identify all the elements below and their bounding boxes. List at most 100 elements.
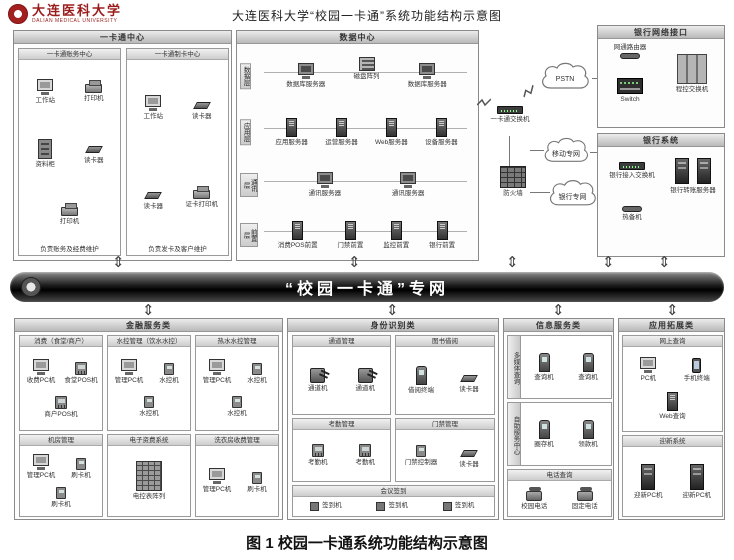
device: 刷卡机 (44, 486, 78, 508)
figure-caption: 图 1 校园一卡通系统功能结构示意图 (246, 535, 488, 552)
sub-box-title: 迎新系统 (623, 436, 722, 447)
pos-terminal-icon (75, 362, 87, 376)
laundry-box: 洗衣房收费管理 管理PC机 刷卡机 (195, 434, 279, 517)
device: 打印机 (47, 202, 93, 225)
printer-icon (61, 203, 78, 217)
kiosk-icon (538, 352, 550, 372)
mobile-icon (692, 358, 702, 374)
signin-machine-icon (442, 501, 452, 511)
server-icon (385, 117, 397, 137)
device-label: 磁盘阵列 (353, 73, 380, 81)
extension-title: 应用拓展类 (619, 319, 724, 332)
sub-box-title: 多媒体查询 (508, 336, 521, 398)
updown-arrow-icon: ⇕ (386, 301, 399, 319)
machine-room-box: 机房管理 管理PC机 刷卡机 刷卡机 (19, 434, 103, 517)
kiosk-icon (582, 352, 594, 372)
water-controller-icon (232, 396, 242, 409)
card-reader-icon (84, 145, 103, 153)
device-label: 网通路由器 (613, 44, 647, 51)
app-layer: 应用层 应用服务器 运营服务器 Web服务器 设备服务器 (240, 105, 475, 159)
device-label: 商户POS机 (44, 410, 78, 418)
pc-icon (209, 468, 225, 485)
onecard-center-title: 一卡通中心 (14, 31, 231, 44)
card-reader-icon (144, 192, 163, 200)
device-label: Web服务器 (375, 138, 408, 146)
sub-box-title: 洗衣房收费管理 (196, 435, 278, 446)
water-controller-icon (164, 363, 174, 376)
device-label: 应用服务器 (275, 138, 308, 146)
rack-switch-icon (617, 78, 643, 94)
router-icon (620, 53, 640, 60)
device-label: 通讯服务器 (308, 190, 342, 198)
electric-fee-box: 电子资费系统 电控表阵列 (107, 434, 191, 517)
device-label: 刷卡机 (247, 486, 267, 494)
device-label: 银行转账服务器 (670, 187, 716, 194)
bank-system-title: 银行系统 (598, 134, 724, 147)
phone-icon (576, 487, 593, 502)
sub-box-title: 图书借阅 (396, 336, 494, 347)
updown-arrow-icon: ⇕ (666, 301, 679, 319)
device: 查询机 (578, 352, 598, 381)
device-label: 手机终端 (683, 375, 710, 383)
water-control-box: 水控管理（饮水水控） 管理PC机 水控机 水控机 (107, 335, 191, 431)
connector-line (590, 152, 598, 153)
mobile-net-cloud: 移动专网 (541, 136, 591, 168)
card-making-center-note: 负责发卡及客户维护 (148, 246, 207, 253)
library-box: 图书借阅 借阅终端 读卡器 (395, 335, 495, 415)
device-label: 门禁前置 (337, 241, 364, 249)
device: 运营服务器 (325, 117, 358, 146)
device-label: 工作站 (143, 112, 164, 120)
device-label: 读卡器 (459, 385, 479, 393)
device: 资料柜 (22, 138, 68, 168)
card-swipe-icon (56, 486, 66, 499)
device-label: 证卡打印机 (185, 201, 219, 209)
cloud-label: 移动专网 (552, 150, 580, 158)
financial-title: 金融服务类 (15, 319, 282, 332)
pc-icon (640, 357, 657, 374)
switch-icon (619, 162, 645, 170)
device-label: 食堂POS机 (64, 377, 98, 385)
device-label: 查询机 (534, 373, 554, 381)
attendance-machine-icon (359, 444, 372, 458)
university-logo: 大连医科大学 DALIAN MEDICAL UNIVERSITY (8, 3, 123, 24)
layer-label: 前置层 (240, 223, 259, 247)
device-label: 迎新PC机 (633, 491, 663, 499)
device-label: 考勤机 (355, 459, 376, 467)
device: 读卡器 (71, 139, 117, 168)
signin-machine-icon (310, 501, 320, 511)
accounting-center-title: 一卡通账务中心 (19, 49, 120, 60)
connector-line (530, 150, 544, 151)
web-server-icon (667, 392, 678, 412)
device-label: 考勤机 (308, 459, 328, 467)
device-label: 迎新PC机 (682, 491, 712, 499)
device: 证卡打印机 (179, 185, 225, 210)
water-controller-icon (144, 396, 154, 409)
online-query-box: 网上查询 PC机 手机终端 Web查询 (622, 335, 723, 432)
device-label: 通讯服务器 (391, 190, 425, 198)
bank-interface-title: 银行网络接口 (598, 26, 724, 39)
water-controller-icon (252, 363, 262, 376)
device-label: 圈存机 (534, 440, 554, 448)
device-label: 工作站 (35, 97, 56, 105)
device-label: 签到机 (322, 502, 342, 510)
logo-text-cn: 大连医科大学 (32, 3, 123, 18)
device: 圈存机 (534, 419, 554, 448)
info-services-panel: 信息服务类 多媒体查询 查询机 查询机 自助服务中心 圈存机 领款机 电话查询 … (503, 318, 614, 520)
campus-backbone-bar: “校园一卡通”专网 (10, 272, 724, 302)
device-label: 借阅终端 (408, 387, 434, 395)
device-label: 领款机 (578, 440, 598, 448)
device: 收费PC机 (24, 359, 58, 384)
layer-label: 数据层 (240, 63, 252, 89)
device-label: 运营服务器 (325, 138, 358, 146)
gate-box: 通道管理 通道机 通道机 (292, 335, 391, 415)
sub-box-title: 门禁管理 (396, 419, 494, 430)
card-making-center-box: 一卡通制卡中心 工作站 读卡器 读卡器 证卡打印机 负责发卡及客户维护 (126, 48, 229, 256)
tower-server-icon (641, 463, 656, 490)
extension-panel: 应用拓展类 网上查询 PC机 手机终端 Web查询 迎新系统 迎新PC机 迎新P… (618, 318, 725, 520)
device-label: 签到机 (388, 502, 408, 510)
sub-box-title: 电子资费系统 (108, 435, 190, 446)
device: Web查询 (656, 392, 690, 420)
media-query-box: 多媒体查询 查询机 查询机 (507, 335, 612, 399)
device-label: 电控表阵列 (132, 493, 166, 501)
firewall: 防火墙 (495, 166, 531, 197)
